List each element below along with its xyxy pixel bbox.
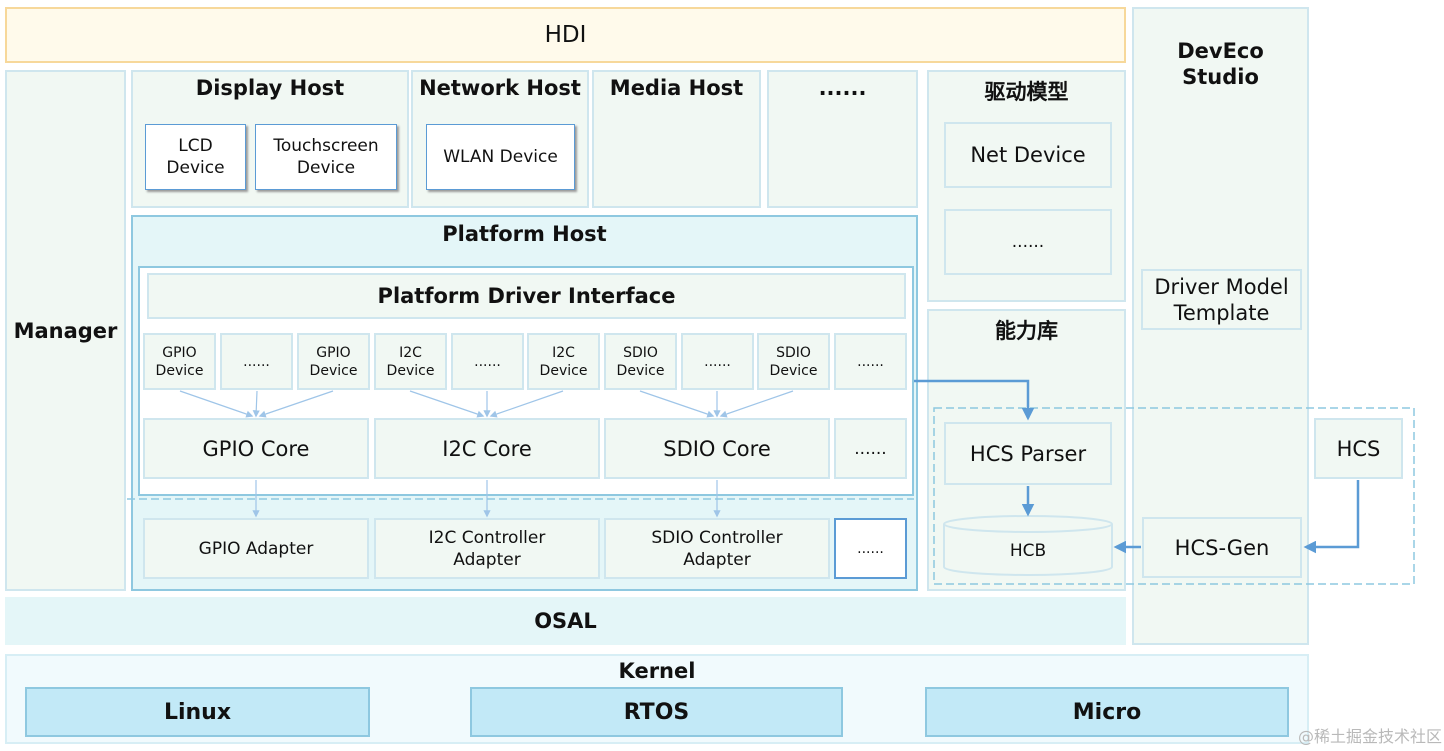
i2c-device-2: I2C Device: [527, 333, 600, 390]
sdio-controller-adapter: SDIO Controller Adapter: [604, 518, 830, 579]
kernel-title: Kernel: [618, 659, 696, 683]
hcb-label: HCB: [1009, 541, 1047, 561]
net-device: Net Device: [944, 122, 1112, 188]
media-host: [592, 70, 761, 208]
i2c-device-more: ......: [451, 333, 524, 390]
device-more: ......: [834, 333, 907, 390]
sdio-device-more: ......: [681, 333, 754, 390]
media-host-title: Media Host: [609, 76, 744, 100]
adapter-more: ......: [834, 518, 907, 579]
driver-model-title: 驱动模型: [984, 80, 1069, 104]
platform-driver-interface: Platform Driver Interface: [147, 273, 906, 319]
watermark: @稀土掘金技术社区: [1297, 727, 1442, 746]
kernel-rtos: RTOS: [470, 687, 843, 737]
platform-host-title: Platform Host: [442, 222, 607, 246]
manager-label: Manager: [13, 318, 118, 343]
i2c-controller-adapter: I2C Controller Adapter: [374, 518, 600, 579]
core-more: ......: [834, 418, 907, 479]
display-host-title: Display Host: [195, 76, 345, 100]
wlan-device: WLAN Device: [426, 124, 575, 190]
osal-bar: OSAL: [5, 597, 1126, 645]
kernel-micro: Micro: [925, 687, 1289, 737]
hdi-label: HDI: [544, 22, 587, 48]
sdio-device-1: SDIO Device: [604, 333, 677, 390]
i2c-core: I2C Core: [374, 418, 600, 479]
gpio-adapter: GPIO Adapter: [143, 518, 369, 579]
kernel-linux: Linux: [25, 687, 370, 737]
hcs-box: HCS: [1314, 418, 1403, 479]
gpio-core: GPIO Core: [143, 418, 369, 479]
gpio-device-2: GPIO Device: [297, 333, 370, 390]
driver-model-template: Driver Model Template: [1141, 269, 1302, 330]
hcs-parser: HCS Parser: [944, 422, 1112, 485]
sdio-core: SDIO Core: [604, 418, 830, 479]
sdio-device-2: SDIO Device: [757, 333, 830, 390]
driver-model-more: ......: [944, 209, 1112, 275]
osal-label: OSAL: [534, 609, 597, 633]
gpio-device-1: GPIO Device: [143, 333, 216, 390]
i2c-device-1: I2C Device: [374, 333, 447, 390]
capability-title: 能力库: [995, 319, 1058, 343]
deveco-studio-title: DevEco Studio: [1177, 39, 1264, 89]
hcs-gen: HCS-Gen: [1142, 517, 1302, 578]
gpio-device-more: ......: [220, 333, 293, 390]
manager-panel: Manager: [5, 70, 126, 591]
more-hosts-label: ......: [818, 76, 867, 100]
hdi-bar: HDI: [5, 7, 1126, 63]
touchscreen-device: Touchscreen Device: [255, 124, 397, 190]
more-hosts: [767, 70, 918, 208]
lcd-device: LCD Device: [145, 124, 246, 190]
network-host-title: Network Host: [419, 76, 581, 100]
